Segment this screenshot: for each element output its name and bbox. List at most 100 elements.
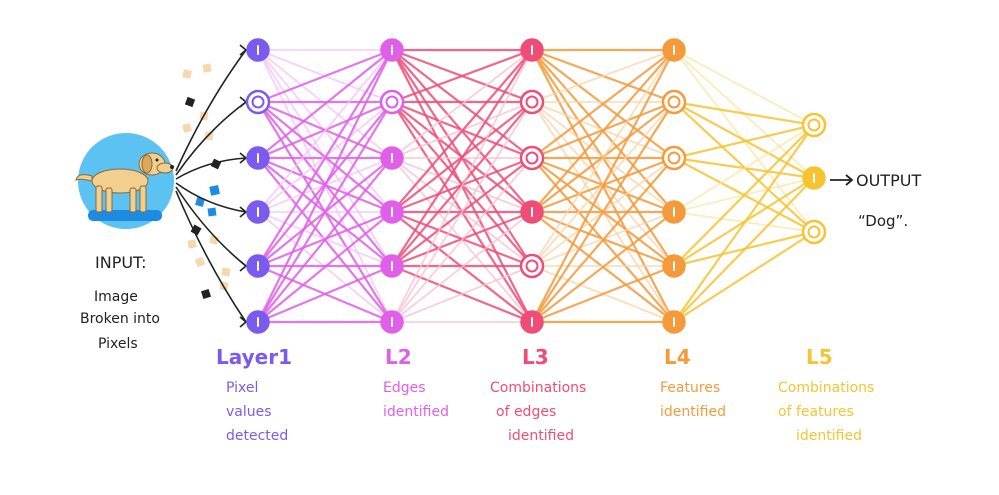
layer-4-caption-line: Features <box>660 380 720 396</box>
layer-4-caption-line: identified <box>660 404 726 420</box>
connection-line <box>391 265 533 323</box>
connection-line <box>531 49 675 267</box>
input-arrowhead <box>239 316 248 328</box>
dog-nose <box>170 165 174 169</box>
layer-4-node <box>661 89 687 115</box>
connection-line <box>530 264 676 324</box>
layer-3-node <box>519 253 545 279</box>
dog-shadow <box>88 210 162 221</box>
connection-line <box>256 48 394 160</box>
layer-5-caption-line: of features <box>778 404 854 420</box>
connection-line <box>672 230 816 324</box>
layer-1-caption-line: detected <box>226 428 288 444</box>
connection-line <box>390 48 534 214</box>
layer-3-node <box>520 38 544 62</box>
connection-line <box>256 264 394 324</box>
connection-line <box>672 176 816 324</box>
layer-3-node <box>519 145 545 171</box>
layer-nodes <box>245 38 827 334</box>
input-arrow <box>175 157 247 180</box>
input-description-line-1: Image <box>94 289 138 305</box>
layer-1-node <box>245 89 271 115</box>
connection-line <box>672 123 816 160</box>
connection-line <box>391 101 533 323</box>
input-arrow <box>175 182 247 213</box>
connection-line <box>673 49 815 126</box>
layer-2-node <box>379 89 405 115</box>
layer-4-node <box>662 310 686 334</box>
layer-1-caption-line: Pixel <box>226 380 258 396</box>
connection-line <box>530 156 676 324</box>
connection-line <box>256 100 394 324</box>
layer-2-name: L2 <box>385 345 412 369</box>
input-title: INPUT: <box>95 253 146 272</box>
layer-4-node <box>662 200 686 224</box>
layer-3-name: L3 <box>522 345 549 369</box>
layer-2-node <box>380 310 404 334</box>
connection-line <box>390 100 534 268</box>
input-arrowhead <box>239 96 248 108</box>
layer-3-caption-line: identified <box>508 428 574 444</box>
layer-1-node <box>246 146 270 170</box>
connection-line <box>672 123 816 268</box>
layer-2-node <box>380 146 404 170</box>
layer-1-node <box>246 200 270 224</box>
layer-3-caption-line: Combinations <box>490 380 586 396</box>
input-arrowhead <box>239 44 248 56</box>
layer-2-node <box>380 38 404 62</box>
connection-line <box>256 156 394 324</box>
layer-1-node <box>246 310 270 334</box>
connection-line <box>391 49 533 323</box>
layer-1-caption-line: values <box>226 404 272 420</box>
layer-5-node <box>801 112 827 138</box>
layer-1-node <box>246 38 270 62</box>
input-arrow <box>175 49 247 172</box>
dog-icon <box>75 152 174 213</box>
connection-line <box>530 210 676 324</box>
layer-5-name: L5 <box>806 345 833 369</box>
layer-5-node <box>801 219 827 245</box>
layer-5-caption-line: identified <box>796 428 862 444</box>
layer-5-node <box>802 166 826 190</box>
connection-line <box>256 48 394 324</box>
connection-line <box>673 124 815 213</box>
input-arrows <box>175 44 248 328</box>
layer-5-caption-line: Combinations <box>778 380 874 396</box>
connection-line <box>391 49 533 159</box>
layer-4-name: L4 <box>664 345 691 369</box>
connection-line <box>530 48 676 160</box>
input-arrow <box>175 101 247 176</box>
input-description-line-3: Pixels <box>98 336 138 352</box>
input-arrow <box>175 186 247 267</box>
pixel-squares <box>182 63 231 300</box>
input-arrowhead <box>239 206 248 218</box>
layer-2-node <box>380 200 404 224</box>
connection-line <box>256 48 394 268</box>
layer-4-node <box>661 145 687 171</box>
connection-line <box>672 100 816 127</box>
connection-line <box>391 211 533 323</box>
connection-line <box>530 48 676 214</box>
layer-1-name: Layer1 <box>216 345 292 369</box>
connection-line <box>672 123 816 324</box>
connection-line <box>390 48 534 104</box>
output-value: “Dog”. <box>858 212 908 230</box>
layer-4-node <box>662 254 686 278</box>
connection-line <box>256 210 394 324</box>
input-arrowhead <box>239 152 248 164</box>
connection-line <box>530 48 676 324</box>
layer-2-node <box>380 254 404 278</box>
dog-eye <box>155 158 159 162</box>
layer-3-node <box>520 200 544 224</box>
input-description-line-2: Broken into <box>80 311 160 327</box>
layer-2-caption-line: Edges <box>383 380 426 396</box>
connection-lines <box>256 48 816 324</box>
layer-3-node <box>519 89 545 115</box>
connection-line <box>672 100 816 180</box>
output-arrow <box>830 174 854 186</box>
connection-line <box>531 49 675 103</box>
input-arrow <box>175 190 247 323</box>
layer-1-node <box>246 254 270 278</box>
